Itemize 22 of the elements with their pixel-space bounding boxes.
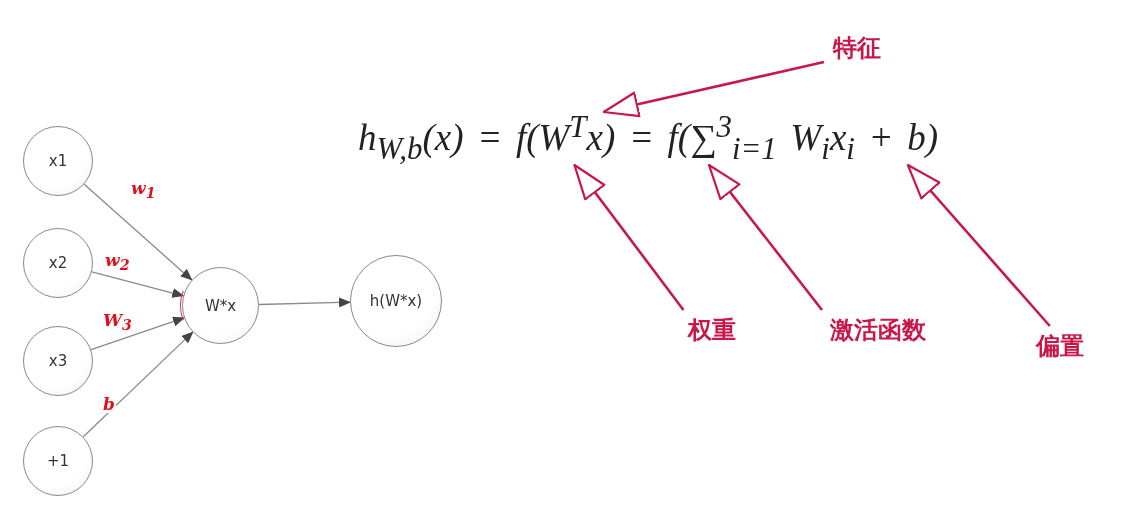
callout-arrow [707,163,824,311]
neuron-circle: x1 [23,126,93,196]
callout-arrow [906,163,1051,327]
callout-arrow [602,60,825,118]
neuron-circle: x2 [23,228,93,298]
formula: h$_{W,b}$(x) = f(W$^{T}$x) = f(∑$^{3}$$_{i=1}$ W$_{i}$x$_{i}$ + b) [358,112,943,165]
connection-arrow [90,316,185,351]
callout-label: 偏置 [1026,326,1094,366]
callout-arrow [573,163,685,311]
neuron-circle: +1 [23,426,93,496]
neuron-circle: W*x [182,267,259,344]
callout-label: 特征 [824,28,890,68]
connection-arrow [258,297,351,308]
connection-arrow [91,271,185,298]
callout-label: 激活函数 [808,310,948,350]
connection-arrow [83,183,193,281]
connection-arrow [82,331,194,438]
edge-label: b [102,396,116,413]
neuron-circle: h(W*x) [350,255,442,347]
neuron-circle: x3 [23,326,93,396]
edge-label: W$_{3}$ [102,312,133,333]
callout-label: 权重 [678,310,746,350]
